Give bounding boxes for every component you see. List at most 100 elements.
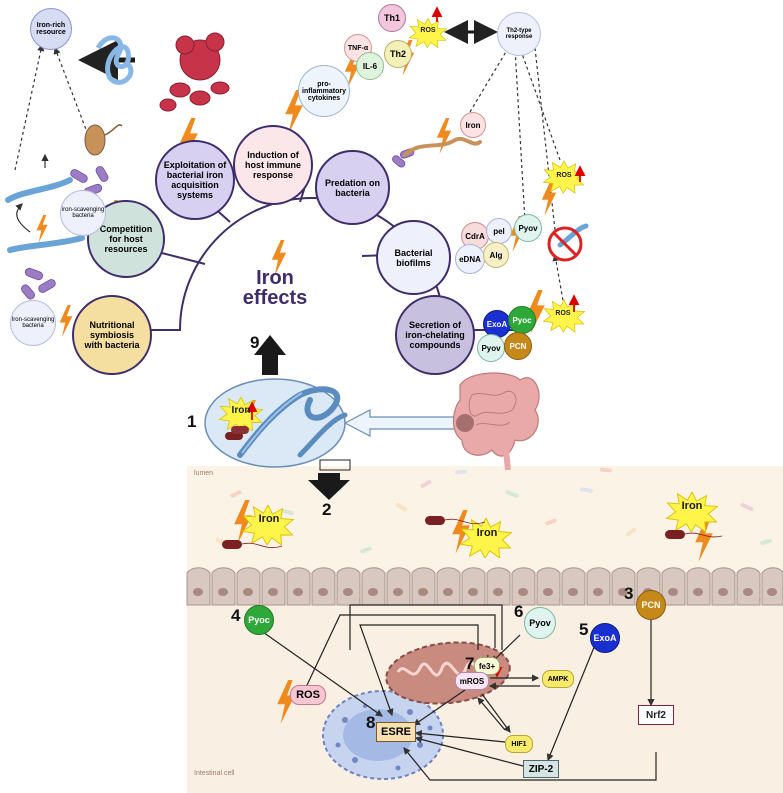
tnf-label: TNF-α bbox=[347, 44, 369, 52]
pyov-cell-label: Pyov bbox=[529, 618, 551, 628]
exoa-cell-label: ExoA bbox=[593, 633, 617, 643]
iron-scavenging-bacteria-lower: Iron-scavenging bacteria bbox=[10, 300, 56, 346]
arrow-9 bbox=[254, 335, 286, 375]
lumen-bacteria bbox=[222, 426, 723, 549]
esre-node: ESRE bbox=[376, 722, 416, 742]
ros-cell-node: ROS bbox=[290, 685, 326, 705]
effect-secretion-label: Secretion of iron-chelating compounds bbox=[405, 320, 465, 350]
epithelium-nuclei bbox=[193, 588, 777, 596]
th1-node: Th1 bbox=[378, 4, 406, 32]
pyov-secretion-label: Pyov bbox=[481, 343, 501, 353]
ampk-label: AMPK bbox=[547, 675, 569, 683]
alg-node: Alg bbox=[483, 242, 509, 268]
iron-scav-lower-label: Iron-scavenging bacteria bbox=[11, 317, 55, 329]
center-title-line2: effects bbox=[242, 287, 308, 309]
iron-scav-upper-label: iron-scavenging bacteria bbox=[61, 207, 105, 219]
step-4: 4 bbox=[231, 606, 241, 625]
alg-label: Alg bbox=[489, 250, 503, 260]
lumen-iron-b: Iron bbox=[476, 527, 498, 539]
effect-exploitation: Exploitation of bacterial iron acquisiti… bbox=[155, 140, 235, 220]
effect-secretion: Secretion of iron-chelating compounds bbox=[395, 295, 475, 375]
mros-node: mROS bbox=[455, 672, 489, 690]
lumen-iron-a: Iron bbox=[258, 513, 280, 525]
ros-right-label: ROS bbox=[556, 172, 572, 179]
th1-label: Th1 bbox=[383, 13, 400, 23]
worm-panel bbox=[204, 378, 351, 471]
iron-rich-resource: Iron-rich resource bbox=[30, 8, 72, 50]
gut-illustration bbox=[452, 372, 540, 471]
pcn-secretion-label: PCN bbox=[509, 341, 527, 351]
step-7: 7 bbox=[465, 654, 475, 673]
nrf2-node: Nrf2 bbox=[638, 705, 674, 725]
effect-competition-label: Competition for host resources bbox=[99, 224, 153, 254]
pcn-cell-label: PCN bbox=[641, 600, 661, 610]
effect-nutritional-symbiosis: Nutritional symbiosis with bacteria bbox=[72, 295, 152, 375]
ros-top-label: ROS bbox=[420, 27, 436, 34]
th2-label: Th2 bbox=[389, 49, 406, 59]
effect-induction-label: Induction of host immune response bbox=[244, 150, 301, 180]
pyov-biofilm-node: Pyov bbox=[514, 214, 542, 242]
epithelium bbox=[186, 567, 783, 606]
iron-rich-label: Iron-rich resource bbox=[36, 22, 66, 36]
blood-cells bbox=[159, 32, 230, 112]
pel-node: pel bbox=[486, 218, 512, 244]
pcn-cell-node: PCN bbox=[636, 590, 666, 620]
il6-node: IL-6 bbox=[356, 52, 384, 80]
center-title-line1: Iron bbox=[256, 267, 294, 289]
ros-secretion-label: ROS bbox=[555, 310, 571, 317]
effect-exploitation-label: Exploitation of bacterial iron acquisiti… bbox=[163, 160, 227, 200]
edna-node: eDNA bbox=[455, 244, 485, 274]
pyoc-cell-node: Pyoc bbox=[244, 605, 274, 635]
zip2-label: ZIP-2 bbox=[528, 763, 554, 775]
step-5: 5 bbox=[579, 620, 589, 639]
step-3: 3 bbox=[624, 584, 634, 603]
ros-cell-label: ROS bbox=[296, 689, 320, 701]
hif1-node: HIF1 bbox=[505, 735, 533, 753]
esre-label: ESRE bbox=[381, 726, 411, 738]
zip2-node: ZIP-2 bbox=[523, 760, 559, 778]
nrf2-label: Nrf2 bbox=[645, 709, 666, 721]
th2-response-label: Th2-type response bbox=[505, 28, 533, 40]
iron-resource-protein bbox=[95, 35, 134, 85]
step-2: 2 bbox=[322, 500, 332, 519]
exoa-cell-node: ExoA bbox=[590, 623, 620, 653]
pyoc-secretion-node: Pyoc bbox=[508, 306, 536, 334]
prohibited-icon bbox=[547, 226, 583, 262]
effect-predation: Predation on bacteria bbox=[315, 150, 390, 225]
lumen-iron-c: Iron bbox=[681, 500, 703, 512]
bacteria bbox=[21, 148, 415, 300]
effect-predation-label: Predation on bacteria bbox=[324, 177, 380, 198]
center-title: Iron effects bbox=[240, 268, 310, 308]
hif1-label: HIF1 bbox=[511, 740, 527, 748]
lumen-particles bbox=[215, 467, 772, 554]
iron-predation-node: Iron bbox=[460, 112, 486, 138]
pel-label: pel bbox=[493, 226, 505, 236]
pyov-cell-node: Pyov bbox=[524, 607, 556, 639]
th2-type-response: Th2-type response bbox=[497, 12, 541, 56]
effect-biofilms: Bacterial biofilms bbox=[376, 220, 451, 295]
pyoc-secretion-label: Pyoc bbox=[512, 315, 532, 325]
il6-label: IL-6 bbox=[362, 61, 378, 71]
cell-pathway-arrows bbox=[259, 604, 657, 781]
gut-to-worm-arrow bbox=[343, 409, 456, 437]
effect-induction: Induction of host immune response bbox=[233, 125, 313, 205]
step-8: 8 bbox=[366, 713, 376, 732]
edna-label: eDNA bbox=[459, 254, 481, 264]
effect-nutritional-label: Nutritional symbiosis with bacteria bbox=[84, 320, 140, 350]
brown-worm bbox=[84, 124, 123, 156]
pro-inflammatory-cytokines: pro-inflammatory cytokines bbox=[298, 65, 350, 117]
mros-label: mROS bbox=[459, 676, 485, 686]
pyoc-cell-label: Pyoc bbox=[248, 615, 270, 625]
pro-inflam-label: pro-inflammatory cytokines bbox=[302, 80, 346, 102]
th2-node: Th2 bbox=[384, 40, 412, 68]
exoa-secretion-label: ExoA bbox=[486, 319, 508, 329]
step-9: 9 bbox=[250, 333, 260, 352]
lumen-label: lumen bbox=[194, 470, 214, 477]
fe3-label: fe3+ bbox=[478, 661, 496, 671]
iron-predation-label: Iron bbox=[465, 120, 481, 130]
arrow-2 bbox=[308, 473, 350, 500]
intestinal-cell-label: Intestinal cell bbox=[194, 770, 235, 777]
iron-scavenging-bacteria-upper: iron-scavenging bacteria bbox=[60, 190, 106, 236]
pyov-secretion-node: Pyov bbox=[477, 334, 505, 362]
